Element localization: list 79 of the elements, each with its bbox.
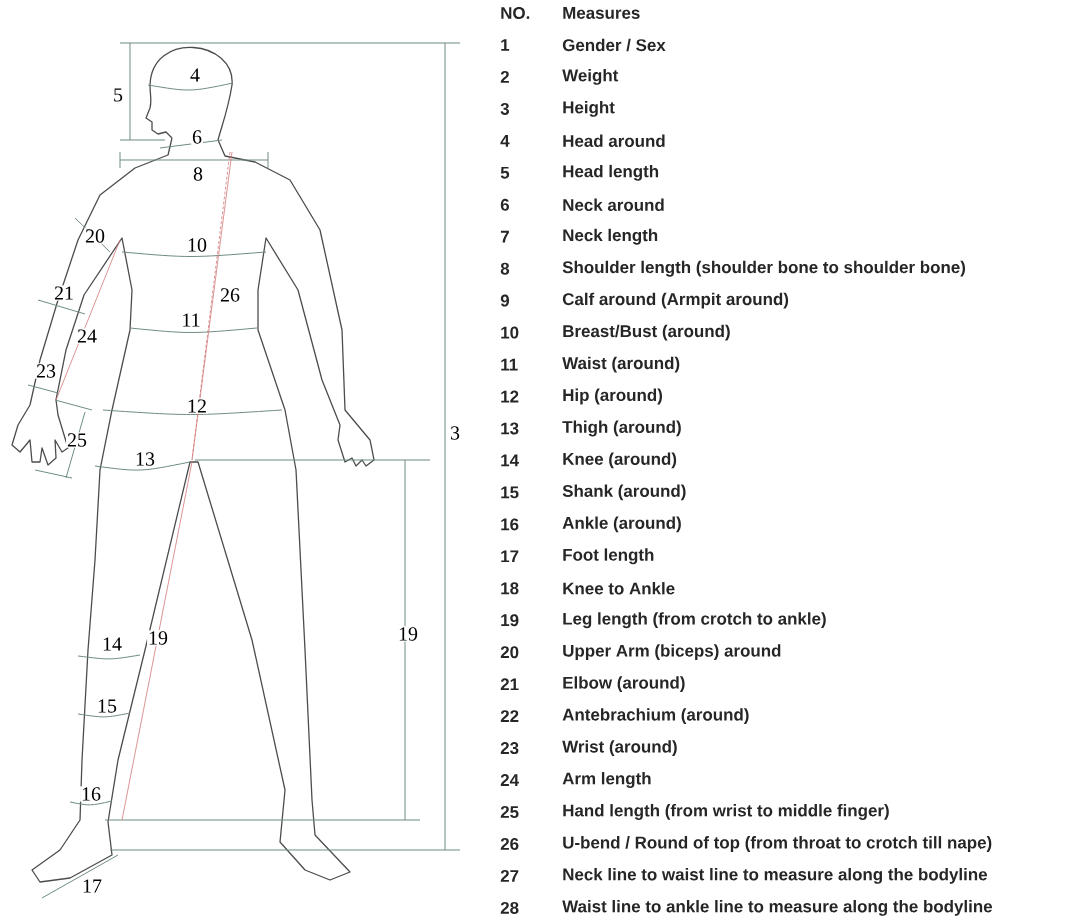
callout-number: 26 <box>219 287 241 303</box>
callout-number: 19 <box>147 630 169 646</box>
measure-name: Neck line to waist line to measure along the bodyline <box>563 867 987 884</box>
measure-name: Calf around (Armpit around) <box>562 292 789 309</box>
measure-name: Height <box>563 101 615 117</box>
measure-number: 18 <box>501 582 519 595</box>
measure-number: 20 <box>500 646 519 659</box>
measure-number: 23 <box>500 742 519 755</box>
measure-name: Gender / Sex <box>562 38 666 52</box>
measure-name: Hip (around) <box>563 388 662 405</box>
callout-number: 20 <box>84 228 106 244</box>
measure-number: 7 <box>500 230 509 243</box>
measure-name: Shoulder length (shoulder bone to shoulder bone) <box>562 260 965 277</box>
callout-number: 10 <box>186 237 208 253</box>
callout-number: 8 <box>192 166 204 182</box>
callout-number: 24 <box>76 328 98 344</box>
callout-number: 5 <box>112 87 124 103</box>
measure-number: 4 <box>500 134 510 147</box>
measure-number: 8 <box>500 262 510 275</box>
measure-name: Waist line to ankle line to measure along the bodyline <box>562 899 993 916</box>
measure-name: Ankle (around) <box>562 516 681 533</box>
measure-number: 11 <box>501 358 518 371</box>
table-header: NO. <box>501 7 530 19</box>
measure-name: Wrist (around) <box>562 740 677 756</box>
measure-number: 3 <box>500 102 509 115</box>
callout-number: 23 <box>35 363 57 379</box>
measure-name: Leg length (from crotch to ankle) <box>563 612 826 629</box>
measure-name: Elbow (around) <box>563 676 685 693</box>
measure-number: 14 <box>501 454 519 467</box>
measure-name: Hand length (from wrist to middle finger) <box>563 804 889 820</box>
measure-name: Waist (around) <box>562 356 680 373</box>
callout-number: 17 <box>81 878 103 894</box>
callout-number: 19 <box>397 626 419 642</box>
measure-name: Upper Arm (biceps) around <box>563 644 781 661</box>
measure-number: 17 <box>501 550 519 563</box>
measure-name: Antebrachium (around) <box>562 708 749 724</box>
measure-number: 24 <box>500 774 519 786</box>
measure-number: 2 <box>500 71 509 83</box>
callout-number: 11 <box>180 312 202 328</box>
measure-name: Neck around <box>563 198 664 212</box>
measure-number: 22 <box>500 710 519 722</box>
measure-number: 27 <box>500 870 519 882</box>
measure-number: 26 <box>500 838 519 850</box>
measure-number: 9 <box>500 294 509 307</box>
callout-number: 3 <box>449 425 461 441</box>
callout-number: 21 <box>53 285 75 301</box>
measure-number: 21 <box>500 678 519 691</box>
callout-number: 25 <box>66 432 88 448</box>
callout-number: 14 <box>101 636 123 652</box>
measure-name: Neck length <box>563 228 658 245</box>
measure-number: 5 <box>500 166 510 179</box>
measure-name: Head around <box>563 134 665 148</box>
measure-name: Arm length <box>562 772 651 788</box>
measure-name: Knee (around) <box>563 452 677 469</box>
measure-number: 15 <box>501 486 519 499</box>
measure-name: Shank (around) <box>562 484 686 501</box>
measure-number: 6 <box>500 198 509 211</box>
measure-name: Foot length <box>563 548 654 565</box>
callout-number: 12 <box>186 398 208 414</box>
callout-number: 15 <box>96 698 118 714</box>
measure-number: 28 <box>500 901 519 914</box>
callout-number: 13 <box>134 451 156 467</box>
callout-number: 4 <box>189 67 201 83</box>
callout-number: 6 <box>191 129 203 145</box>
measure-name: U-bend / Round of top (from throat to crotch till nape) <box>563 836 992 852</box>
measure-name: Thigh (around) <box>562 420 681 437</box>
measure-name: Knee to Ankle <box>563 582 675 595</box>
measure-number: 12 <box>501 390 519 403</box>
measure-name: Weight <box>562 69 619 85</box>
measure-number: 16 <box>501 518 519 531</box>
measure-number: 1 <box>501 39 510 51</box>
measure-number: 19 <box>501 614 519 627</box>
callout-number: 16 <box>80 786 102 802</box>
table-header: Measures <box>563 7 640 19</box>
measure-number: 25 <box>500 806 519 818</box>
measure-number: 10 <box>501 326 519 339</box>
measure-number: 13 <box>501 422 519 435</box>
measure-name: Head length <box>563 164 659 181</box>
measure-name: Breast/Bust (around) <box>563 324 730 341</box>
